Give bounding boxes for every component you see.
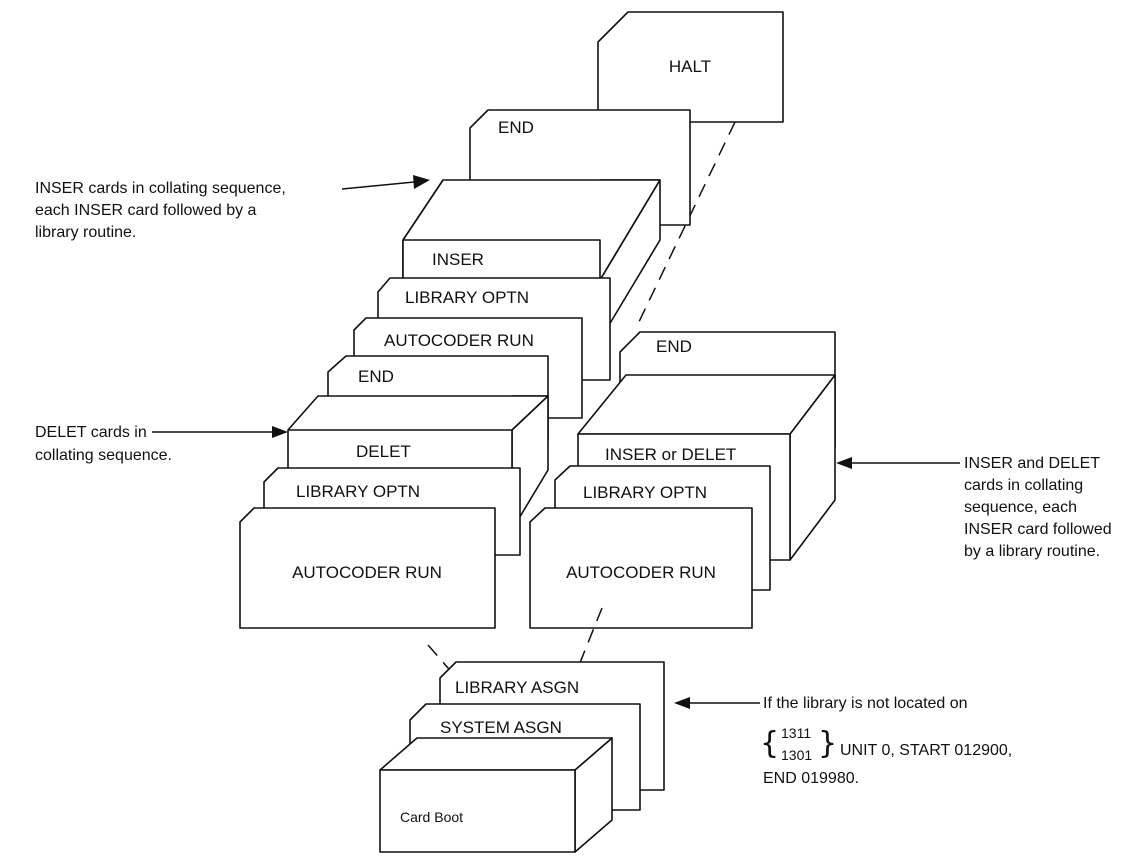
card-end-mid-label: END [358,367,394,386]
svg-text:INSER cards in collating seque: INSER cards in collating sequence, [35,180,286,197]
card-boot-top [379,737,613,771]
svg-text:library routine.: library routine. [35,224,136,241]
card-boot-label: Card Boot [400,809,463,825]
svg-text:1301: 1301 [781,747,812,763]
svg-text:INSER and DELET: INSER and DELET [964,455,1100,472]
library-note: If the library is not located on { 1311 … [760,695,1012,787]
svg-text:by a library routine.: by a library routine. [964,543,1100,560]
svg-text:{: { [760,726,779,761]
right-deck-face [577,374,836,435]
svg-text:INSER card followed: INSER card followed [964,521,1112,538]
halt-card [597,11,784,123]
card-library-optn-right-label: LIBRARY OPTN [583,483,707,502]
svg-text:collating sequence.: collating sequence. [35,447,172,464]
svg-text:If the library is not located: If the library is not located on [763,695,968,712]
card-autocoder-run-2-label: AUTOCODER RUN [384,331,534,350]
card-end-right-label: END [656,337,692,356]
halt-label: HALT [669,57,711,76]
delet-note-arrow-head [272,426,288,438]
card-system-asgn-label: SYSTEM ASGN [440,718,562,737]
card-end-top-label: END [498,118,534,137]
svg-text:DELET cards in: DELET cards in [35,424,147,441]
svg-text:each INSER card followed by a: each INSER card followed by a [35,202,257,219]
inser-note: INSER cards in collating sequence, each … [35,180,286,241]
card-inser-or-delet-label: INSER or DELET [605,445,736,464]
card-autocoder-run-1-label: AUTOCODER RUN [292,563,442,582]
card-autocoder-run-right [529,507,753,629]
library-note-arrow-head [674,697,690,709]
card-library-asgn-label: LIBRARY ASGN [455,678,579,697]
right-note: INSER and DELET cards in collating seque… [964,455,1112,560]
svg-text:UNIT 0, START 012900,: UNIT 0, START 012900, [840,742,1012,759]
inser-note-arrow-line [341,181,415,190]
svg-text:cards in collating: cards in collating [964,477,1083,494]
card-inser-label: INSER [432,250,484,269]
svg-text:}: } [818,726,837,761]
right-note-arrow-head [836,457,852,469]
inser-note-arrow-head [413,175,430,189]
card-delet-label: DELET [356,442,411,461]
card-library-optn-2-label: LIBRARY OPTN [405,288,529,307]
connector-halt-right [635,121,736,329]
svg-text:1311: 1311 [781,725,811,741]
card-autocoder-run-right-label: AUTOCODER RUN [566,563,716,582]
delet-note: DELET cards in collating sequence. [35,424,172,464]
svg-text:sequence, each: sequence, each [964,499,1077,516]
svg-text:END 019980.: END 019980. [763,770,859,787]
card-library-optn-1-label: LIBRARY OPTN [296,482,420,501]
card-boot [379,769,576,853]
card-autocoder-run-1 [239,507,496,629]
